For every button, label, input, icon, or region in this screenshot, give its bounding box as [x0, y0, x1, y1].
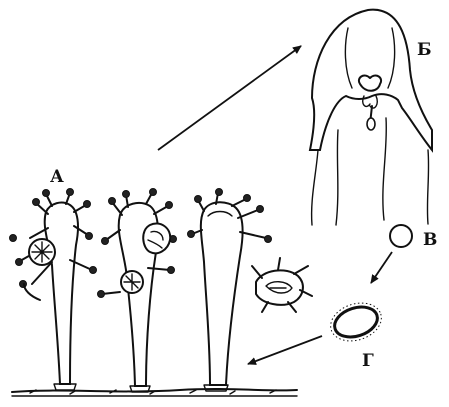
- polyp-2: [98, 189, 177, 393]
- label-polyp: А: [50, 167, 64, 187]
- planula-larva: [326, 297, 387, 347]
- substrate: [12, 389, 297, 396]
- arrow-larva-to-polyp: [248, 336, 322, 364]
- egg: [390, 225, 412, 247]
- label-larva: Г: [362, 351, 374, 371]
- label-medusa: Б: [417, 40, 432, 60]
- arrow-egg-to-larva: [371, 252, 392, 283]
- arrow-polyp-to-medusa: [158, 46, 301, 150]
- polyp-1: [10, 189, 97, 391]
- label-egg: В: [423, 230, 437, 250]
- medusa: [310, 10, 432, 225]
- ephyra: [252, 258, 312, 312]
